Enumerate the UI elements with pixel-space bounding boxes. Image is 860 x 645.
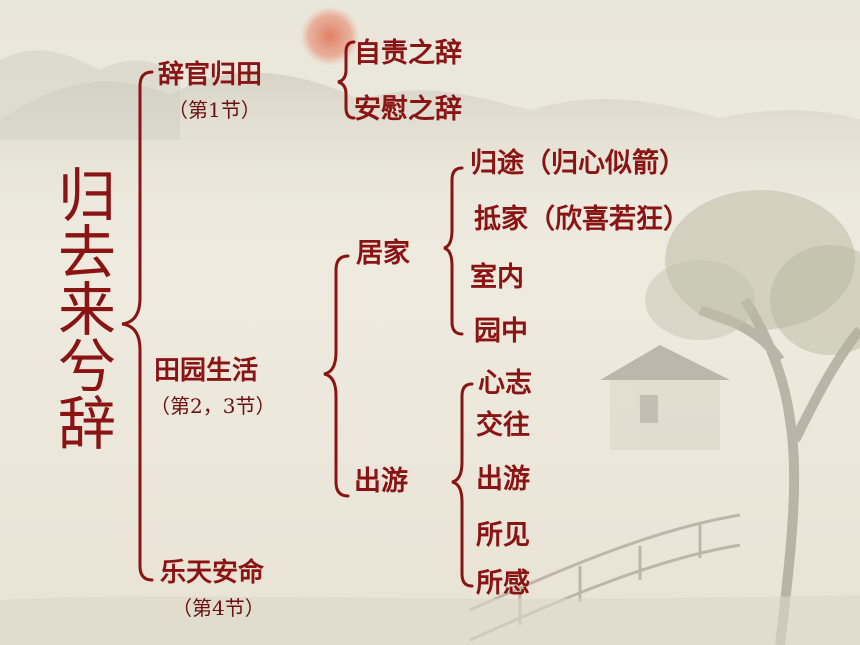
leaf-outing: 出游: [476, 464, 530, 495]
leaf-arrive-home: 抵家（欣喜若狂）: [474, 204, 690, 235]
leaf-aspiration: 心志: [478, 368, 532, 399]
brace-section-2: [323, 254, 350, 498]
root-char: 去: [57, 219, 116, 287]
group-label-home: 居家: [356, 238, 410, 269]
section-sub-rural-life: （第2，3节）: [150, 394, 276, 418]
water: [0, 595, 860, 645]
leaf-seen: 所见: [476, 520, 530, 551]
section-label-contentment: 乐天安命: [160, 558, 265, 588]
distant-mountains: [0, 72, 860, 200]
brace-section-1: [337, 40, 356, 120]
root-title: 归 去 来 兮 辞: [52, 162, 122, 458]
section-sub-contentment: （第4节）: [172, 596, 265, 620]
section-sub-resign: （第1节）: [168, 98, 261, 122]
tree-foliage: [665, 190, 855, 330]
leaf-self-blame: 自责之辞: [354, 38, 462, 69]
leaf-indoors: 室内: [470, 262, 524, 293]
section-label-resign: 辞官归田: [158, 60, 263, 90]
leaf-self-comfort: 安慰之辞: [354, 94, 462, 125]
leaf-social: 交往: [476, 410, 530, 441]
leaf-felt: 所感: [476, 568, 530, 599]
leaf-garden: 园中: [474, 316, 528, 347]
brace-root: [121, 70, 154, 582]
section-label-rural-life: 田园生活: [154, 356, 259, 386]
leaf-return-journey: 归途（归心似箭）: [470, 148, 686, 179]
root-char: 兮: [57, 333, 116, 401]
root-char: 辞: [57, 390, 116, 458]
root-char: 来: [57, 276, 116, 344]
brace-group-home: [443, 166, 464, 336]
brace-group-outing: [451, 382, 474, 588]
cottage: [600, 345, 730, 450]
root-char: 归: [57, 162, 116, 230]
group-label-outing: 出游: [354, 466, 408, 497]
